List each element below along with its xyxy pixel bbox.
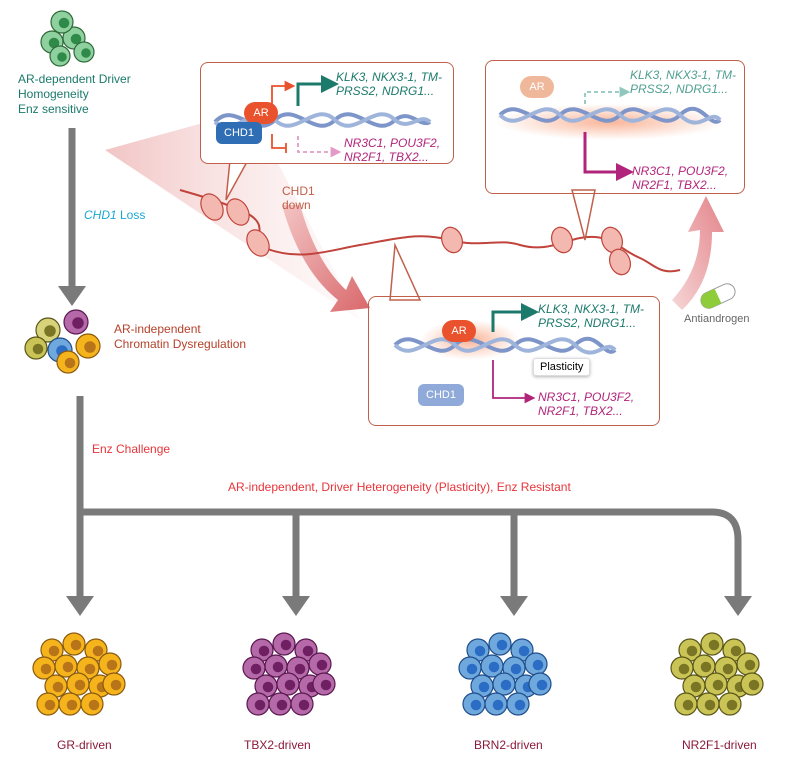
- cluster-nr2f1-cell: [722, 638, 746, 662]
- box1-down-genes-line2: NR2F1, TBX2...: [344, 150, 429, 164]
- callout-box-antiandrogen: [485, 60, 745, 194]
- cluster-nr2f1-cell: [682, 674, 706, 698]
- chd1-down-label-line2: down: [282, 198, 311, 212]
- cluster-label-nr2f1: NR2F1-driven: [682, 738, 757, 752]
- top-cell-label-line3: Enz sensitive: [18, 102, 89, 116]
- cluster-gr-cell: [32, 656, 56, 680]
- cluster-brn2-cell: [462, 692, 486, 716]
- mid-cell: [56, 350, 80, 374]
- box1-down-genes-line1: NR3C1, POU3F2,: [344, 136, 441, 150]
- cluster-nr2f1-cell: [670, 656, 694, 680]
- cluster-tbx2-cell: [308, 652, 332, 676]
- cluster-nr2f1-cell: [718, 692, 742, 716]
- cluster-nr2f1-cell: [704, 672, 728, 696]
- ar-badge-box1: AR: [244, 102, 278, 124]
- cluster-gr-cell: [40, 638, 64, 662]
- top-cell: [73, 41, 95, 63]
- cluster-gr-cell: [58, 692, 82, 716]
- chd1-loss-rest: Loss: [116, 208, 146, 222]
- cluster-nr2f1-cell: [696, 692, 720, 716]
- antiandrogen-label: Antiandrogen: [684, 313, 750, 325]
- flow-arrowhead-top: [58, 286, 86, 306]
- box3-up-genes-line1: KLK3, NKX3-1, TM-: [538, 302, 645, 316]
- cluster-gr-cell: [66, 672, 90, 696]
- cluster-brn2-cell: [466, 638, 490, 662]
- box1-up-genes-line1: KLK3, NKX3-1, TM-: [336, 70, 443, 84]
- antiandrogen-pill-icon: [700, 283, 736, 309]
- mid-cell: [35, 317, 61, 343]
- cluster-tbx2-cell: [272, 632, 296, 656]
- cluster-gr-cell: [62, 632, 86, 656]
- mid-cell: [63, 309, 89, 335]
- top-cell-label-line2: Homogeneity: [18, 87, 89, 101]
- cluster-brn2-cell: [488, 632, 512, 656]
- cluster-tbx2-cell: [294, 638, 318, 662]
- box2-down-genes-line1: NR3C1, POU3F2,: [632, 164, 729, 178]
- cluster-tbx2-cell: [268, 692, 292, 716]
- chd1-down-arrow: [282, 205, 370, 312]
- top-cell: [50, 10, 74, 34]
- heterogeneity-label: AR-independent, Driver Heterogeneity (Pl…: [228, 480, 571, 494]
- mid-cell-label-line1: AR-independent: [114, 322, 201, 336]
- cluster-gr-cell: [102, 672, 126, 696]
- cluster-tbx2-cell: [276, 672, 300, 696]
- cluster-gr-cell: [36, 692, 60, 716]
- cluster-brn2-cell: [492, 672, 516, 696]
- cluster-brn2-cell: [524, 652, 548, 676]
- cluster-brn2-cell: [528, 672, 552, 696]
- antiandrogen-arrow: [672, 196, 724, 310]
- plasticity-label: Plasticity: [533, 358, 591, 376]
- box2-up-genes-line1: KLK3, NKX3-1, TM-: [630, 68, 737, 82]
- cluster-label-tbx2: TBX2-driven: [244, 738, 311, 752]
- chd1-loss-gene: CHD1: [84, 208, 117, 222]
- box3-down-genes-line2: NR2F1, TBX2...: [538, 404, 623, 418]
- mid-cell: [24, 336, 48, 360]
- cluster-tbx2-cell: [312, 672, 336, 696]
- ar-badge-box3: AR: [442, 320, 476, 342]
- enz-challenge-label: Enz Challenge: [92, 442, 171, 456]
- box2-up-genes-line2: PRSS2, NDRG1...: [630, 82, 729, 96]
- cluster-nr2f1-cell: [678, 638, 702, 662]
- chd1-loss-label: CHD1 Loss: [84, 208, 145, 222]
- cluster-brn2-cell: [480, 654, 504, 678]
- mid-cell-label-line2: Chromatin Dysregulation: [114, 337, 247, 351]
- chd1-badge-box3: CHD1: [418, 384, 464, 406]
- callout-box-chd1-down: [368, 296, 660, 426]
- box1-up-genes-line2: PRSS2, NDRG1...: [336, 84, 435, 98]
- cluster-nr2f1-cell: [674, 692, 698, 716]
- box3-up-genes-line2: PRSS2, NDRG1...: [538, 316, 637, 330]
- cluster-nr2f1-cell: [736, 652, 760, 676]
- cluster-tbx2-cell: [250, 638, 274, 662]
- cluster-tbx2-cell: [290, 692, 314, 716]
- cluster-brn2-cell: [470, 674, 494, 698]
- chd1-down-label-line1: CHD1: [282, 184, 315, 198]
- chd1-badge-box1: CHD1: [216, 122, 262, 144]
- cluster-tbx2-cell: [246, 692, 270, 716]
- mid-cell: [75, 333, 101, 359]
- nucleosomes: [200, 193, 631, 276]
- cluster-label-brn2: BRN2-driven: [474, 738, 543, 752]
- ar-badge-box2: AR: [520, 76, 554, 98]
- flow-branch-line: [80, 508, 742, 598]
- cluster-brn2-cell: [506, 692, 530, 716]
- cluster-brn2-cell: [484, 692, 508, 716]
- cluster-tbx2-cell: [264, 654, 288, 678]
- cluster-nr2f1-cell: [700, 632, 724, 656]
- cluster-nr2f1-cell: [740, 672, 764, 696]
- top-cell: [49, 45, 71, 67]
- cluster-gr-cell: [80, 692, 104, 716]
- box2-down-genes-line2: NR2F1, TBX2...: [632, 178, 717, 192]
- cluster-label-gr: GR-driven: [57, 738, 112, 752]
- top-cell-label-line1: AR-dependent Driver: [18, 72, 131, 86]
- box3-down-genes-line1: NR3C1, POU3F2,: [538, 390, 635, 404]
- cluster-gr-cell: [98, 652, 122, 676]
